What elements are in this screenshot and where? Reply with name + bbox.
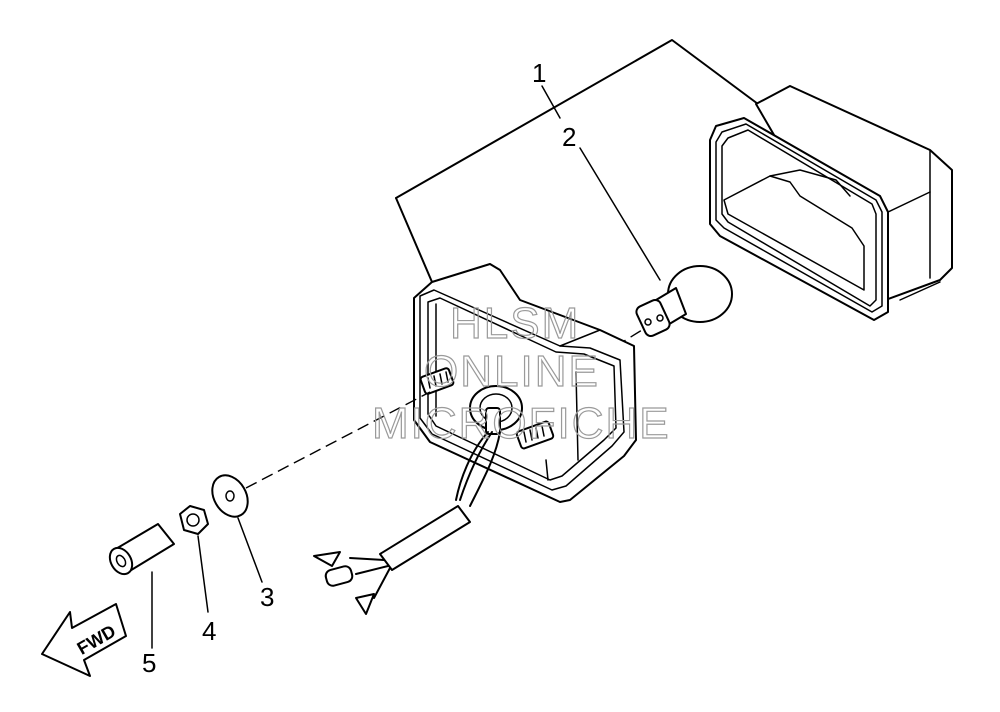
watermark-line2: ONLINE	[424, 347, 600, 396]
callout-2: 2	[562, 122, 576, 152]
callout-4-leader	[197, 535, 209, 613]
washer-part	[211, 474, 249, 518]
fwd-arrow-icon: FWD	[41, 603, 127, 677]
watermark-line3: MICROFICHE	[372, 399, 671, 448]
nut-part	[179, 505, 209, 535]
fastener-axis	[245, 391, 431, 489]
callout-1-leaders	[395, 39, 759, 283]
right-stud	[515, 420, 555, 450]
wire-harness	[313, 505, 471, 615]
bulb-part	[635, 265, 733, 338]
left-stud	[419, 367, 455, 395]
callout-3: 3	[260, 582, 274, 612]
lens-part	[709, 85, 953, 321]
callout-3-leader	[237, 517, 263, 583]
callout-2-leader	[579, 147, 661, 281]
callout-5: 5	[142, 648, 156, 678]
watermark: HLSM ONLINE MICROFICHE	[371, 298, 671, 448]
callout-1: 1	[532, 58, 546, 88]
callout-4: 4	[202, 616, 216, 646]
taillight-base	[413, 263, 637, 507]
watermark-line1: HLSM	[450, 299, 580, 348]
spacer-part	[108, 523, 175, 576]
